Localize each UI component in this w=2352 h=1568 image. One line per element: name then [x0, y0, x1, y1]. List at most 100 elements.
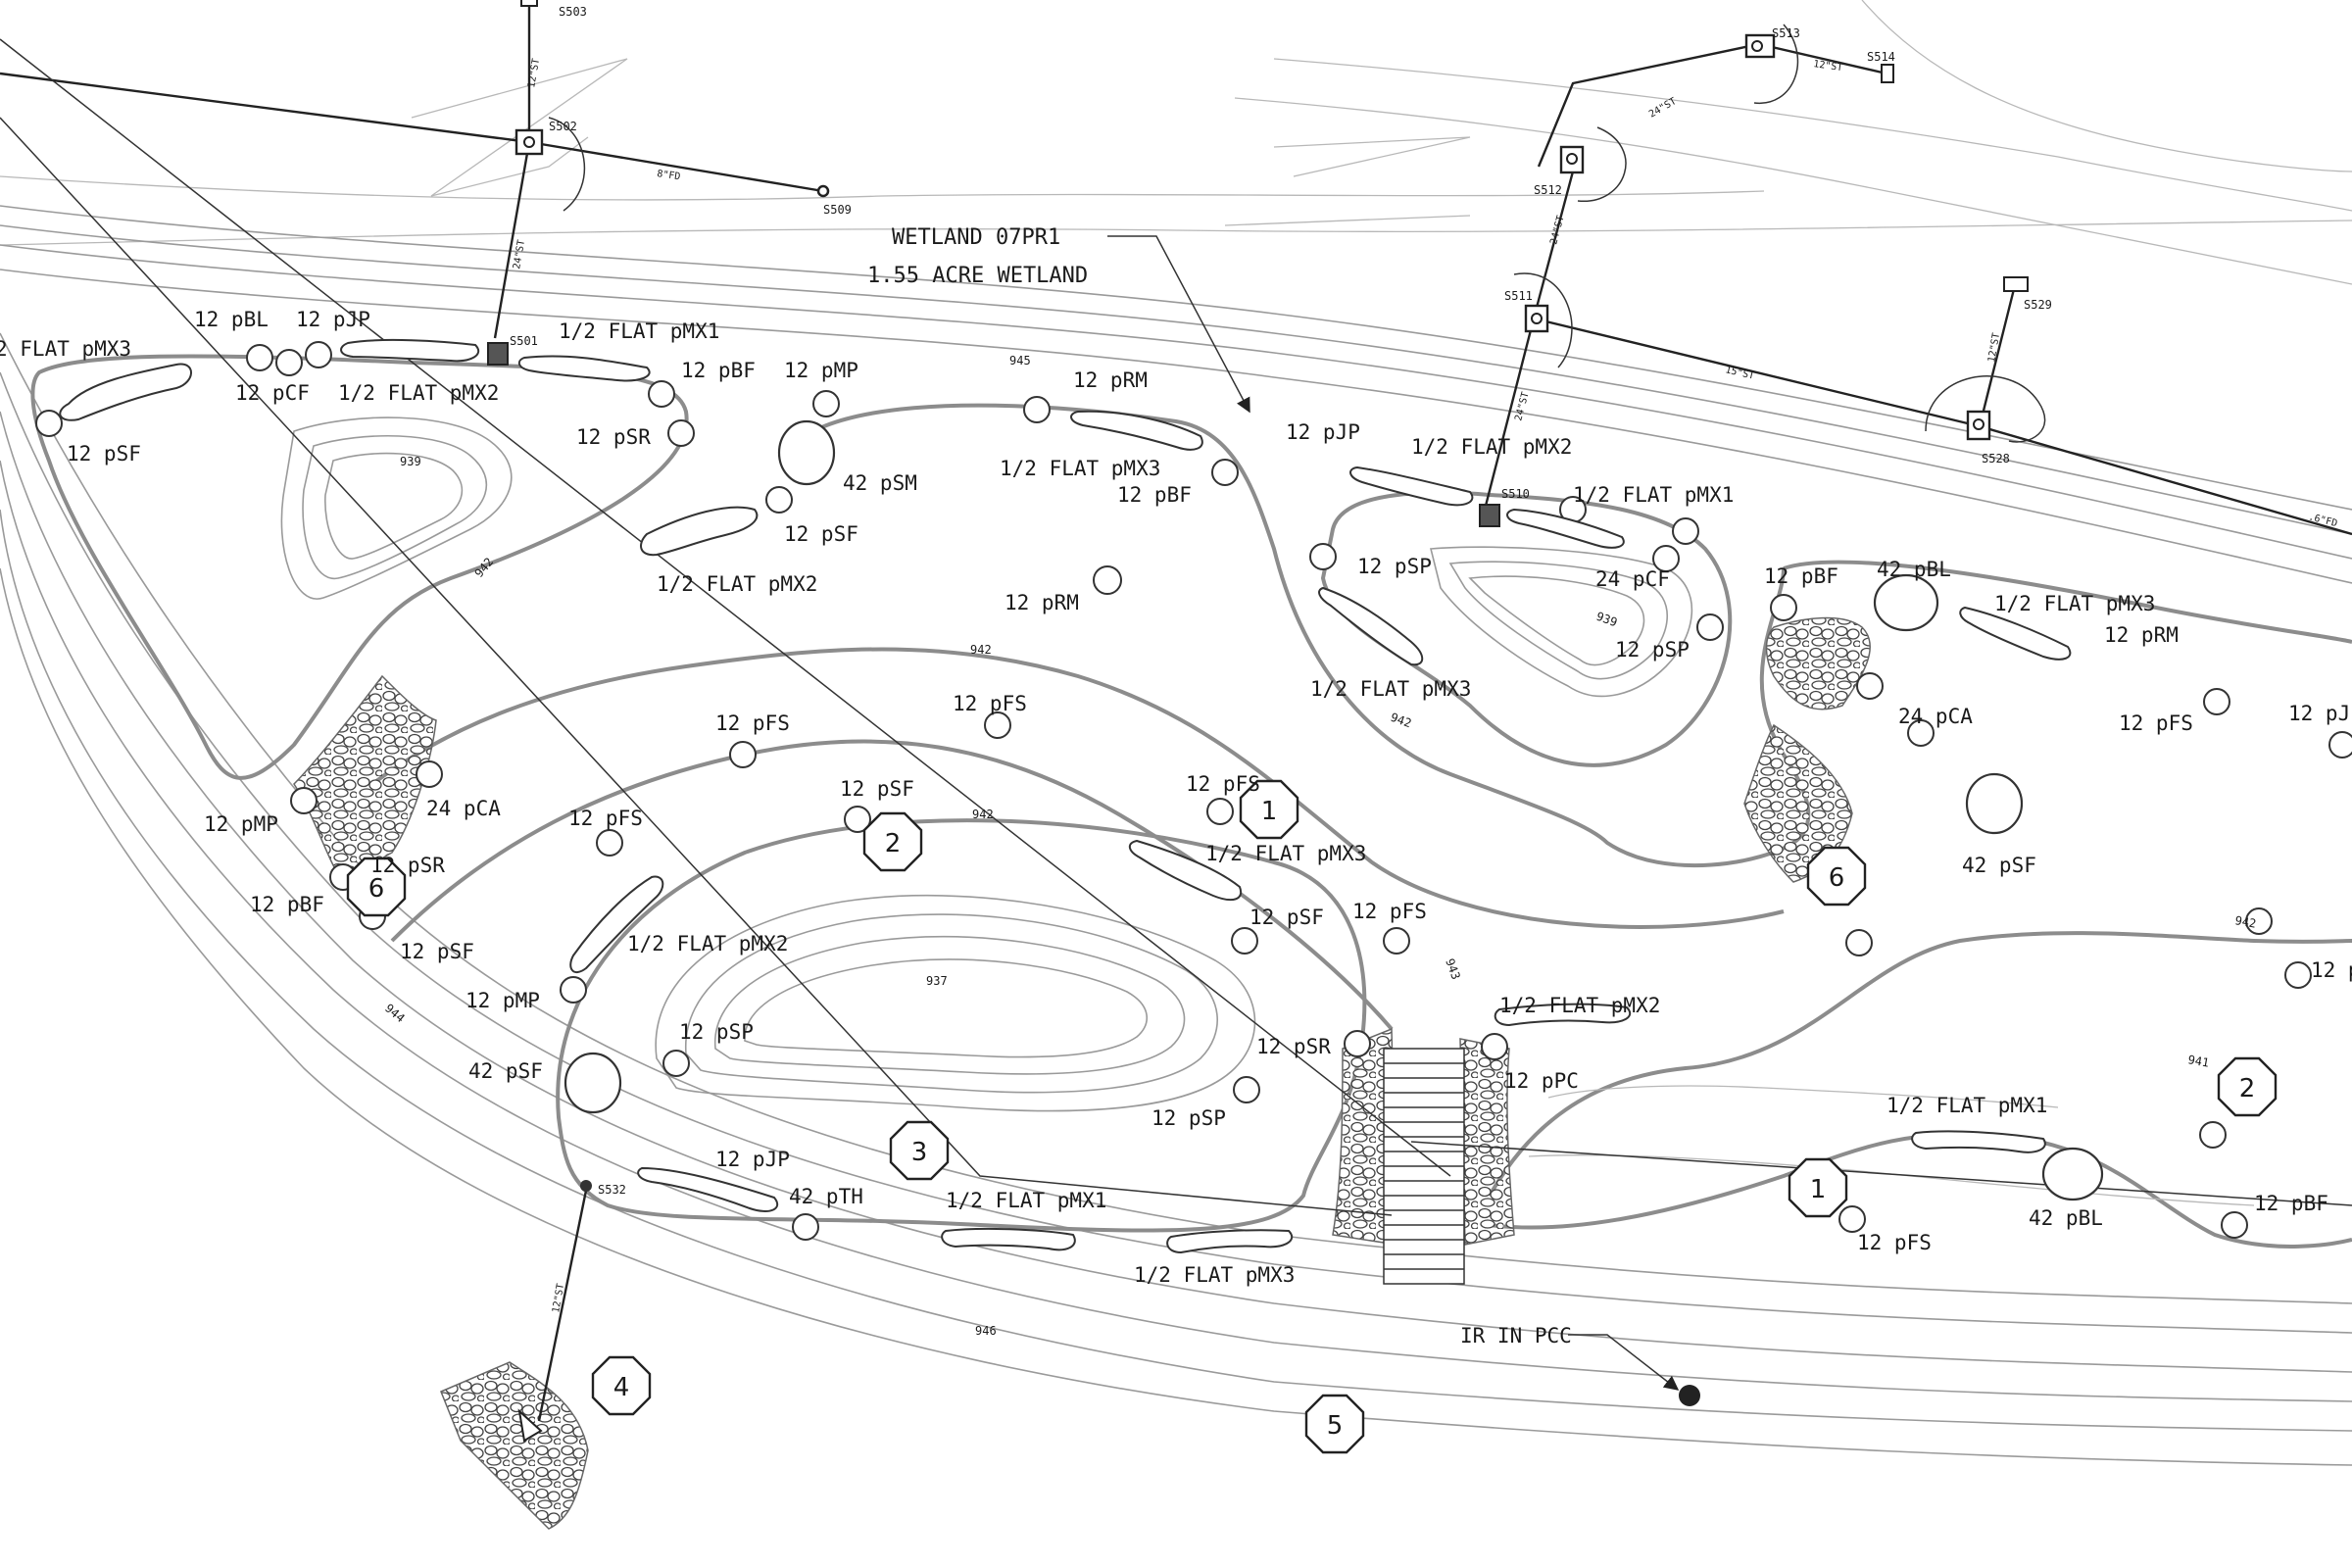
planting-label: 12 pSF	[1250, 906, 1324, 929]
pipe-size-label: 24"ST	[512, 239, 527, 270]
keynote-3[interactable]: 3	[889, 1120, 950, 1181]
planting-label: 42 pBL	[2029, 1206, 2103, 1230]
planting-label: 12 pMP	[204, 812, 278, 836]
planting-label: 1/2 FLAT pMX3	[1134, 1263, 1295, 1287]
keynote-6-east[interactable]: 6	[1806, 846, 1867, 906]
contour-elevation-label: 945	[1009, 354, 1031, 368]
planting-label: 12 pFS	[953, 692, 1027, 715]
planting-label: 12 pSR	[576, 425, 651, 449]
pipe-size-label: 24"ST	[1548, 215, 1566, 246]
planting-label: 12 pSF	[400, 940, 474, 963]
outlet-steps	[1383, 1048, 1465, 1285]
planting-label: 12 pMP	[466, 989, 540, 1012]
planting-label: 12 pSF	[67, 442, 141, 466]
planting-label: 12 pSP	[1357, 555, 1432, 578]
shrub-rows	[59, 338, 2072, 1254]
structure-label: S503	[559, 5, 587, 19]
wetland-callout: WETLAND 07PR1 1.55 ACRE WETLAND IR IN PC…	[867, 225, 1680, 1391]
structure-s529	[2003, 276, 2029, 292]
planting-label: 12 pMP	[784, 359, 858, 382]
keynote-2[interactable]: 2	[862, 811, 923, 872]
planting-label: 1/2 FLAT pMX3	[1205, 842, 1366, 865]
contour-elevation-label: 939	[1594, 610, 1619, 630]
wetland-area: 1.55 ACRE WETLAND	[867, 264, 1088, 288]
structure-labels: S503 S502 S509 S513 S514 S512 S511 S529 …	[510, 5, 2052, 1197]
keynote-6-east-label: 6	[1829, 863, 1845, 893]
planting-label: 12 pCF	[235, 381, 310, 405]
contour-elevation-label: 942	[2233, 913, 2257, 931]
planting-label: 1/2 FLAT pMX2	[1411, 435, 1572, 459]
pipe-size-label: 12"ST	[551, 1283, 566, 1314]
manhole-arc	[548, 117, 586, 212]
structure-s528	[1966, 410, 1991, 441]
keynote-5[interactable]: 5	[1304, 1394, 1365, 1454]
planting-label: 1/2 FLAT pMX2	[1499, 994, 1660, 1017]
planting-label: 12 pFS	[568, 807, 643, 830]
planting-label: 12 pBF	[1117, 483, 1192, 507]
keynote-1[interactable]: 1	[1239, 779, 1299, 840]
planting-label: 1/2 FLAT pMX1	[1886, 1094, 2047, 1117]
planting-label: 24 pCA	[1898, 705, 1973, 728]
contour-elevation-label: 942	[972, 808, 994, 821]
structure-s501	[487, 342, 509, 366]
keynote-1-east[interactable]: 1	[1788, 1157, 1848, 1218]
contour-elevation-label: 942	[970, 643, 992, 657]
planting-label: 1/2 FLAT pMX3	[1310, 677, 1471, 701]
planting-label: 12 pBL	[194, 308, 269, 331]
planting-label: 12 pP	[2311, 958, 2352, 982]
planting-label: 12 pSF	[784, 522, 858, 546]
keynote-2-label: 2	[885, 829, 902, 858]
keynote-2-east-label: 2	[2239, 1074, 2256, 1103]
structure-s514	[1881, 64, 1894, 83]
pipe-size-label: 8"FD	[657, 169, 681, 182]
keynote-6-label: 6	[368, 874, 385, 904]
keynote-markers[interactable]: 1 2 6 3 4 5 6 1 2	[346, 779, 2278, 1454]
pipe-size-label: 15"ST	[1724, 365, 1755, 381]
riprap-areas	[293, 616, 1871, 1530]
planting-label: 12 pFS	[1186, 772, 1260, 796]
pipe-size-label: 12"ST	[1813, 59, 1843, 74]
planting-label: 12 pFS	[1857, 1231, 1932, 1254]
planting-label: 2 FLAT pMX3	[0, 337, 131, 361]
structure-s513	[1744, 33, 1776, 59]
keynote-6[interactable]: 6	[346, 857, 407, 917]
planting-label: 1/2 FLAT pMX2	[338, 381, 499, 405]
planting-label: 12 pJP	[715, 1148, 790, 1171]
planting-label: 42 pSM	[843, 471, 917, 495]
contour-elevation-label: 942	[1389, 710, 1413, 731]
pipe-size-label: 12"ST	[526, 58, 542, 89]
planting-label: 12 pJ	[2288, 702, 2350, 725]
structure-label: S511	[1504, 289, 1533, 303]
keynote-5-label: 5	[1327, 1411, 1344, 1441]
pipe-size-label: 24"ST	[1513, 391, 1531, 422]
keynote-2-east[interactable]: 2	[2217, 1056, 2278, 1117]
structure-label: S514	[1867, 50, 1895, 64]
planting-label: 1/2 FLAT pMX3	[1000, 457, 1160, 480]
structure-label: S529	[2024, 298, 2052, 312]
structure-s502	[514, 128, 544, 156]
contour-elevation-label: 939	[400, 455, 421, 468]
planting-labels: 2 FLAT pMX3 12 pBL 12 pJP 1/2 FLAT pMX1 …	[0, 308, 2352, 1287]
planting-label: 12 pSP	[1615, 638, 1690, 662]
planting-label: 1/2 FLAT pMX3	[1994, 592, 2155, 615]
structure-s503	[520, 0, 538, 7]
keynote-3-label: 3	[911, 1138, 928, 1167]
planting-label: 1/2 FLAT pMX1	[1573, 483, 1734, 507]
planting-label: 42 pBL	[1877, 558, 1951, 581]
planting-label: 12 pBF	[250, 893, 324, 916]
planting-label: 42 pTH	[789, 1185, 863, 1208]
planting-label: 12 pFS	[2119, 711, 2193, 735]
keynote-4[interactable]: 4	[591, 1355, 652, 1416]
structure-label: S501	[510, 334, 538, 348]
planting-label: 12 pSR	[370, 854, 445, 877]
pipe-size-label: 12"ST	[1986, 332, 2002, 364]
planting-label: 12 pSP	[679, 1020, 754, 1044]
planting-label: 12 pRM	[1004, 591, 1079, 614]
structure-s532	[580, 1180, 592, 1192]
planting-label: 12 pSR	[1256, 1035, 1331, 1058]
structure-label: S513	[1772, 26, 1800, 40]
contour-elevation-label: 946	[975, 1324, 997, 1338]
planting-label: 12 pRM	[1073, 368, 1148, 392]
contour-elevation-label: 943	[1443, 956, 1463, 981]
